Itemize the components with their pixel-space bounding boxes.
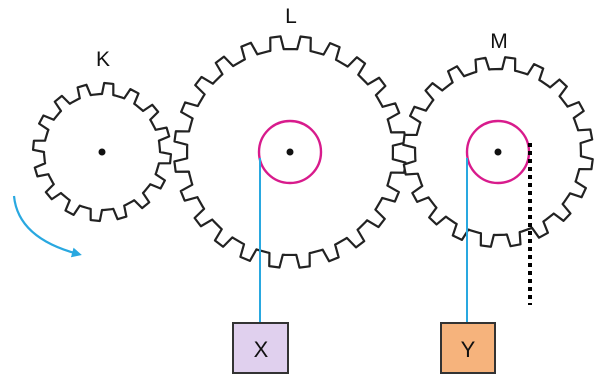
gear-l-label: L — [285, 5, 297, 28]
gear-k-label: K — [96, 48, 110, 71]
gear-m-label: M — [490, 30, 508, 53]
box-y — [440, 322, 496, 374]
gear-l-axle — [286, 148, 294, 156]
box-x — [232, 322, 289, 374]
pulley-l — [257, 119, 323, 185]
box-x-label: X — [254, 337, 269, 362]
gear-m-axle — [494, 148, 502, 156]
box-y-label: Y — [461, 337, 476, 362]
curved-arrow-icon — [12, 195, 82, 258]
gear-k-axle — [98, 148, 106, 156]
